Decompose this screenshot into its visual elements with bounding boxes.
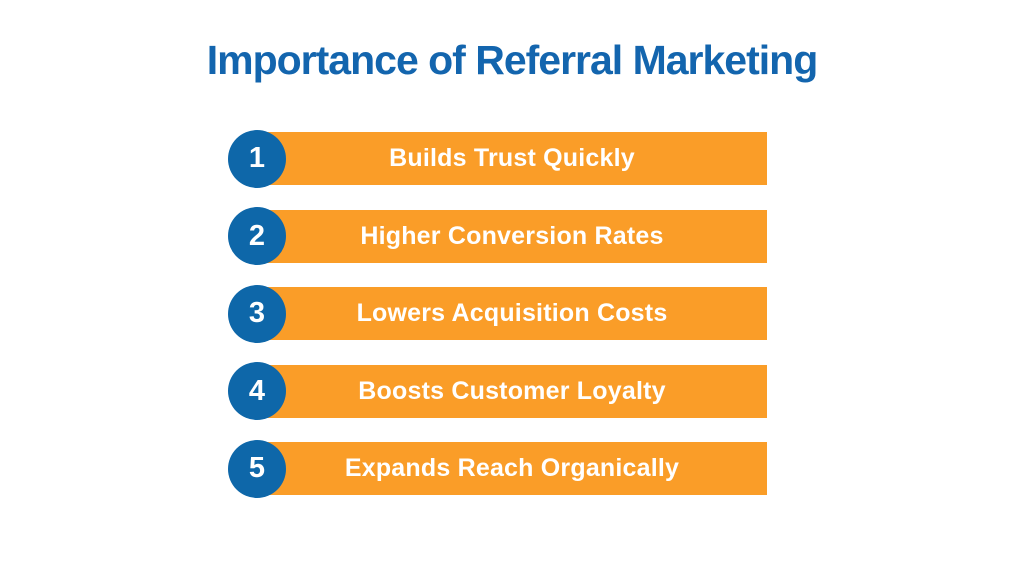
list-item: Boosts Customer Loyalty 4 (228, 362, 767, 420)
item-bar: Boosts Customer Loyalty (257, 364, 767, 418)
item-number-badge: 2 (228, 207, 286, 265)
item-bar: Builds Trust Quickly (257, 132, 767, 185)
item-number: 2 (248, 219, 266, 252)
item-number: 4 (248, 374, 266, 407)
item-bar: Expands Reach Organically (257, 442, 767, 495)
item-label: Expands Reach Organically (344, 454, 680, 482)
item-bar: Higher Conversion Rates (257, 209, 767, 263)
item-number: 1 (248, 142, 266, 174)
list-item: Builds Trust Quickly 1 (228, 129, 767, 188)
item-number-badge: 3 (228, 284, 286, 343)
item-number-badge: 1 (228, 129, 286, 188)
item-label: Boosts Customer Loyalty (358, 376, 666, 405)
item-bar: Lowers Acquisition Costs (257, 287, 767, 340)
item-number: 3 (248, 297, 266, 329)
item-number-badge: 5 (228, 439, 286, 498)
list-item: Expands Reach Organically 5 (228, 439, 767, 498)
list-item: Higher Conversion Rates 2 (228, 207, 767, 265)
list-item: Lowers Acquisition Costs 3 (228, 284, 767, 343)
item-label: Higher Conversion Rates (360, 221, 664, 250)
item-number: 5 (248, 452, 266, 484)
item-label: Lowers Acquisition Costs (356, 299, 668, 327)
item-label: Builds Trust Quickly (389, 144, 635, 172)
page-title: Importance of Referral Marketing (206, 37, 819, 83)
referral-benefits-list: Builds Trust Quickly 1 Higher Conversion… (228, 129, 767, 498)
item-number-badge: 4 (228, 362, 286, 420)
